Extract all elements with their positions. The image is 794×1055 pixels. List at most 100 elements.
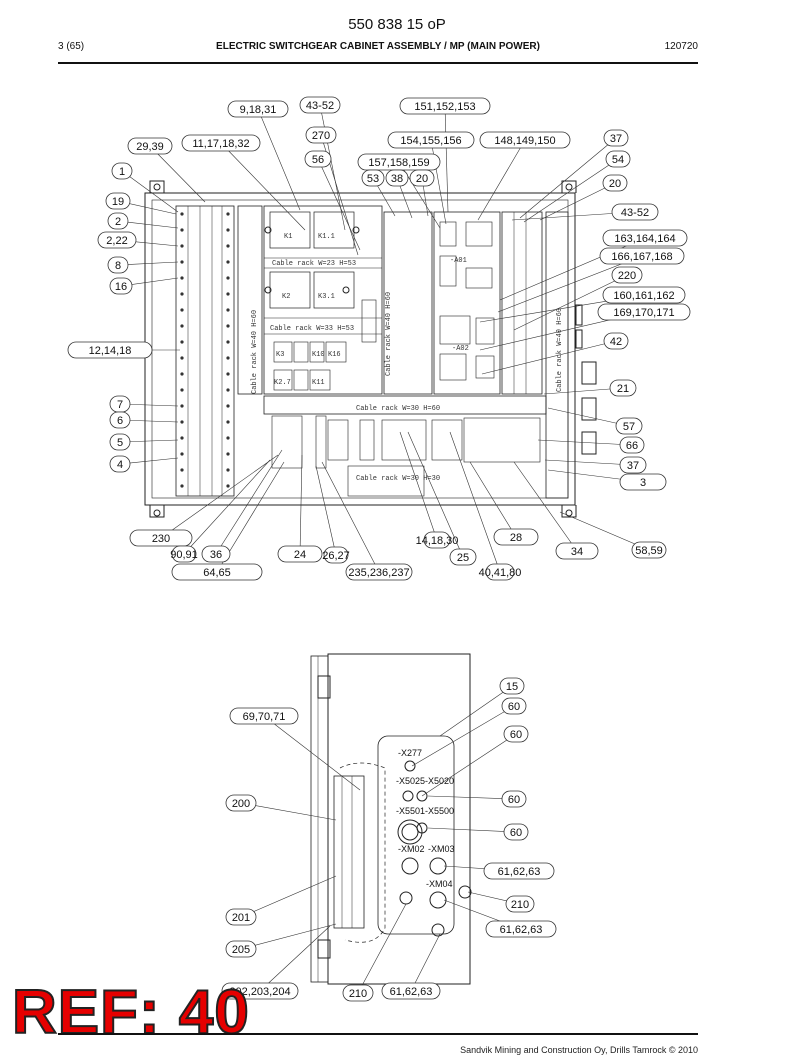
callout-bubble <box>127 137 173 155</box>
leader-line <box>357 903 407 994</box>
callout-bubble <box>485 920 557 938</box>
leader-line <box>513 274 628 331</box>
device-label: K1.1 <box>318 233 335 241</box>
leader-line <box>299 454 303 555</box>
callout-bubble <box>602 229 688 247</box>
callout-bubble <box>387 131 475 149</box>
callout-number: 202,203,204 <box>229 986 290 998</box>
callout-number: 200 <box>232 798 250 810</box>
header-row: 3 (65) ELECTRIC SWITCHGEAR CABINET ASSEM… <box>58 41 698 55</box>
callout-bubble <box>493 528 539 546</box>
device-label: K11 <box>312 379 325 387</box>
callout-bubble <box>342 984 374 1002</box>
leader-line <box>240 802 337 821</box>
callout-number: 6 <box>117 415 123 427</box>
device-label: -A02 <box>452 345 469 353</box>
callout-bubble <box>111 162 133 180</box>
callout-number: 57 <box>623 421 635 433</box>
device-label: K10 <box>312 351 325 359</box>
leader-line <box>321 461 380 573</box>
callout-number: 5 <box>117 437 123 449</box>
leader-line <box>444 105 449 213</box>
footer-copyright: Sandvik Mining and Construction Oy, Dril… <box>460 1045 698 1055</box>
callout-number: 220 <box>618 270 636 282</box>
rack-label: Cable rack W=30 H=60 <box>356 405 440 413</box>
callout-number: 11,17,18,32 <box>192 138 249 150</box>
device-label: K2.7 <box>274 379 291 387</box>
callout-bubble <box>109 277 133 295</box>
callout-number: 151,152,153 <box>414 101 475 113</box>
callout-number: 148,149,150 <box>494 135 555 147</box>
callout-bubble <box>277 545 323 563</box>
header-rule <box>58 62 698 64</box>
leader-line <box>481 340 617 375</box>
device-label: K16 <box>328 351 341 359</box>
leader-line <box>427 795 515 800</box>
callout-bubble <box>619 473 667 491</box>
callout-bubble <box>323 546 349 564</box>
callout-number: 169,170,171 <box>613 307 674 319</box>
callout-bubble <box>597 303 691 321</box>
callout-number: 20 <box>416 173 428 185</box>
callout-number: 54 <box>612 154 624 166</box>
callout-number: 38 <box>391 173 403 185</box>
callout-number: 2 <box>115 216 121 228</box>
leader-line <box>220 142 306 231</box>
callout-number: 56 <box>312 154 324 166</box>
callout-bubble <box>619 456 647 474</box>
callout-bubble <box>109 455 131 473</box>
callout-bubble <box>603 332 629 350</box>
callout-bubble <box>181 134 261 152</box>
device-label: K2 <box>282 293 290 301</box>
callout-number: 21 <box>617 383 629 395</box>
callout-number: 29,39 <box>136 141 164 153</box>
callout-bubble <box>483 862 555 880</box>
callout-number: 20 <box>609 178 621 190</box>
callout-bubble <box>225 908 257 926</box>
callout-bubble <box>67 341 153 359</box>
callout-number: 201 <box>232 912 250 924</box>
leader-line <box>183 459 271 555</box>
part-number: 550 838 15 oP <box>348 16 446 33</box>
callout-number: 42 <box>610 336 622 348</box>
callout-bubble <box>615 417 643 435</box>
callout-bubble <box>503 725 529 743</box>
callout-bubble <box>503 823 529 841</box>
callout-number: 26,27 <box>322 550 350 562</box>
callout-number: 2,22 <box>106 235 127 247</box>
callout-bubble <box>97 231 137 249</box>
callout-number: 60 <box>508 794 520 806</box>
callout-bubble <box>109 433 131 451</box>
callout-number: 37 <box>627 460 639 472</box>
connector-label: -XM02 <box>398 844 425 854</box>
callout-number: 40,41,80 <box>479 567 522 579</box>
leader-line <box>519 137 617 219</box>
callout-bubble <box>129 529 193 547</box>
rack-label: Cable rack W=40 H=60 <box>385 292 393 376</box>
callout-bubble <box>609 379 637 397</box>
callout-bubble <box>449 548 477 566</box>
callout-number: 90,91 <box>170 549 198 561</box>
callout-number: 15 <box>506 681 518 693</box>
leader-line <box>121 170 179 213</box>
callout-bubble <box>227 100 289 118</box>
callout-number: 8 <box>115 260 121 272</box>
callout-number: 12,14,18 <box>89 345 132 357</box>
leader-line <box>497 255 643 313</box>
callout-bubble <box>385 169 409 187</box>
leader-line <box>539 182 616 221</box>
callout-number: 43-52 <box>621 207 649 219</box>
leader-line <box>469 461 517 538</box>
callout-number: 7 <box>117 399 123 411</box>
callout-bubble <box>107 212 129 230</box>
callout-number: 64,65 <box>203 567 231 579</box>
connector-label: -X277 <box>398 748 422 758</box>
callout-number: 34 <box>571 546 583 558</box>
callout-number: 36 <box>210 549 222 561</box>
device-label: K3.1 <box>318 293 335 301</box>
callout-bubble <box>602 286 686 304</box>
callout-bubble <box>602 174 628 192</box>
leader-line <box>513 461 578 552</box>
footer-rule <box>58 1033 698 1035</box>
callout-number: 14,18,30 <box>416 535 459 547</box>
